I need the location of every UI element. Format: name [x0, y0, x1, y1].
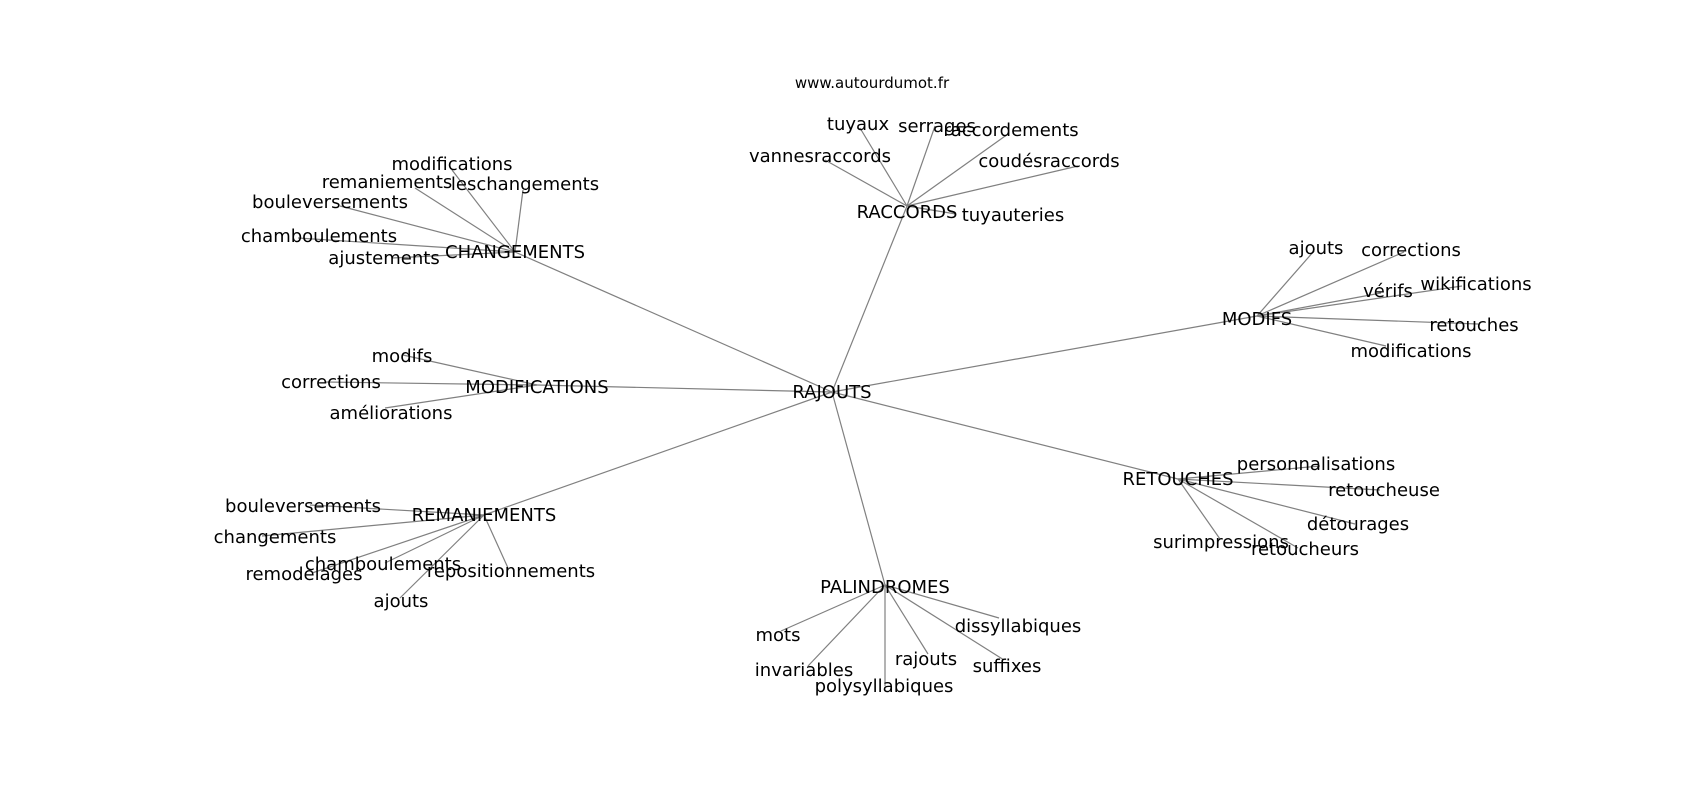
- word-node[interactable]: ajouts: [1289, 238, 1344, 259]
- edge-remaniements-word: [483, 514, 509, 569]
- source-url: www.autourdumot.fr: [795, 74, 950, 92]
- edge-center-retouches: [831, 391, 1179, 480]
- edge-remaniements-word: [399, 514, 485, 599]
- hub-node-changements[interactable]: CHANGEMENTS: [445, 242, 585, 263]
- word-node[interactable]: invariables: [755, 660, 853, 681]
- edge-raccords-word: [906, 165, 1079, 207]
- edge-raccords-word: [824, 159, 908, 207]
- word-node[interactable]: modifications: [391, 154, 512, 175]
- word-node[interactable]: ajouts: [374, 591, 429, 612]
- word-node[interactable]: polysyllabiques: [815, 676, 954, 697]
- edge-palindromes-word: [807, 584, 886, 667]
- word-node[interactable]: retoucheuse: [1328, 480, 1440, 501]
- word-node[interactable]: personnalisations: [1237, 454, 1395, 475]
- hub-node-retouches[interactable]: RETOUCHES: [1122, 469, 1233, 490]
- word-node[interactable]: vérifs: [1363, 281, 1413, 302]
- word-node[interactable]: ajustements: [328, 248, 439, 269]
- word-node[interactable]: tuyaux: [827, 114, 890, 135]
- edge-raccords-word: [906, 125, 936, 207]
- word-node[interactable]: repositionnements: [427, 561, 595, 582]
- word-node[interactable]: serrages: [898, 116, 976, 137]
- word-node[interactable]: leschangements: [451, 174, 599, 195]
- edge-changements-word: [391, 251, 516, 259]
- edge-changements-word: [414, 187, 516, 253]
- edge-remaniements-word: [261, 514, 485, 537]
- edge-changements-word: [297, 237, 516, 253]
- edge-retouches-word: [1177, 465, 1321, 480]
- edge-modifications-word: [384, 384, 538, 409]
- edge-modifs-word: [1256, 250, 1315, 317]
- edge-modifications-word: [402, 354, 538, 386]
- edge-remaniements-word: [311, 514, 485, 574]
- word-node[interactable]: coudésraccords: [978, 151, 1119, 172]
- hub-node-modifs[interactable]: MODIFS: [1222, 309, 1292, 330]
- edge-retouches-word: [1177, 478, 1381, 491]
- edge-raccords-word: [906, 205, 957, 215]
- word-node[interactable]: corrections: [1361, 240, 1461, 261]
- edge-remaniements-word: [384, 514, 485, 564]
- edge-modifs-word: [1256, 315, 1387, 347]
- edge-modifications-word: [324, 381, 538, 386]
- edge-modifs-word: [1256, 292, 1382, 317]
- word-node[interactable]: modifs: [372, 346, 433, 367]
- hub-node-raccords[interactable]: RACCORDS: [857, 202, 958, 223]
- word-node[interactable]: détourages: [1307, 514, 1409, 535]
- hub-node-palindromes[interactable]: PALINDROMES: [820, 577, 950, 598]
- word-node[interactable]: remaniements: [322, 172, 453, 193]
- word-node[interactable]: améliorations: [330, 403, 453, 424]
- word-node[interactable]: suffixes: [973, 656, 1042, 677]
- edge-center-modifications: [536, 384, 833, 393]
- edge-retouches-word: [1177, 478, 1356, 525]
- edge-palindromes-word: [780, 584, 886, 632]
- word-node[interactable]: chamboulements: [241, 226, 397, 247]
- word-node[interactable]: retoucheurs: [1251, 539, 1359, 560]
- word-node[interactable]: dissyllabiques: [955, 616, 1082, 637]
- word-node[interactable]: modifications: [1350, 341, 1471, 362]
- edge-palindromes-word: [884, 584, 929, 655]
- edge-palindromes-word: [884, 584, 1005, 661]
- edge-changements-word: [339, 205, 516, 253]
- edge-center-modifs: [831, 315, 1258, 393]
- center-node[interactable]: RAJOUTS: [792, 382, 871, 403]
- edge-modifs-word: [1256, 251, 1405, 317]
- hub-node-modifications[interactable]: MODIFICATIONS: [465, 377, 608, 398]
- edge-remaniements-word: [309, 504, 485, 516]
- edge-retouches-word: [1177, 478, 1299, 549]
- graph-labels: www.autourdumot.fr RAJOUTS CHANGEMENTS mo…: [214, 74, 1532, 697]
- edge-modifs-word: [1256, 315, 1479, 325]
- edge-palindromes-word: [884, 584, 1000, 619]
- word-node[interactable]: changements: [214, 527, 337, 548]
- word-node[interactable]: corrections: [281, 372, 381, 393]
- edge-changements-word: [514, 189, 524, 253]
- edge-raccords-word: [906, 133, 1009, 207]
- edge-retouches-word: [1177, 478, 1221, 540]
- word-node[interactable]: bouleversements: [225, 496, 381, 517]
- word-node[interactable]: surimpressions: [1153, 532, 1289, 553]
- word-node[interactable]: vannesraccords: [749, 146, 891, 167]
- edge-center-palindromes: [831, 391, 886, 586]
- word-node[interactable]: tuyauteries: [962, 205, 1065, 226]
- word-node[interactable]: rajouts: [895, 649, 957, 670]
- edge-changements-word: [451, 169, 516, 253]
- word-node[interactable]: raccordements: [943, 120, 1078, 141]
- word-node[interactable]: remodelages: [245, 564, 362, 585]
- edge-center-remaniements: [483, 391, 833, 516]
- edge-modifs-word: [1256, 285, 1463, 317]
- word-node[interactable]: wikifications: [1420, 274, 1531, 295]
- edge-center-changements: [514, 251, 833, 393]
- word-node[interactable]: mots: [756, 625, 801, 646]
- word-node[interactable]: chamboulements: [305, 554, 461, 575]
- word-node[interactable]: bouleversements: [252, 192, 408, 213]
- word-node[interactable]: retouches: [1429, 315, 1518, 336]
- hub-node-remaniements[interactable]: REMANIEMENTS: [412, 505, 557, 526]
- graph-edges: [261, 125, 1479, 686]
- edge-raccords-word: [859, 127, 908, 207]
- edge-center-raccords: [831, 205, 908, 393]
